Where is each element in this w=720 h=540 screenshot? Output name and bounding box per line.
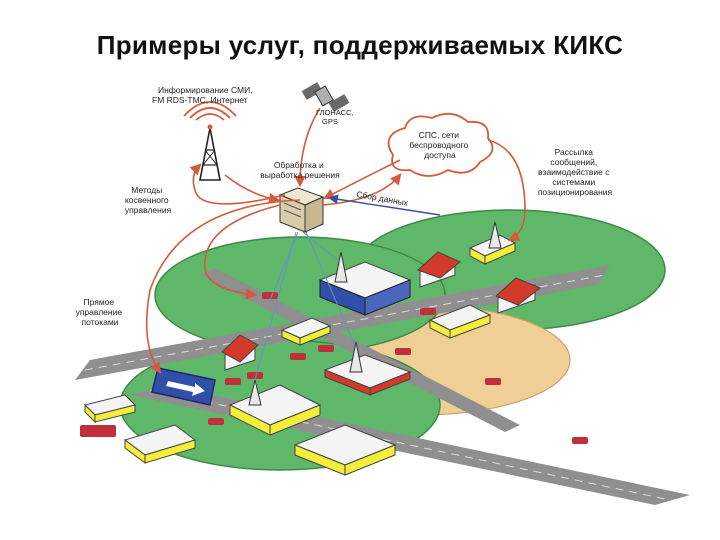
building-yellow-6 bbox=[280, 317, 332, 346]
label-satellite: ГЛОНАСС, GPS bbox=[316, 108, 356, 126]
label-direct-control: Прямое управление потоками bbox=[76, 297, 125, 327]
label-sps: СПС, сети беспроводного доступа bbox=[409, 130, 470, 160]
building-red-center bbox=[323, 354, 412, 396]
house-red-roof-1 bbox=[221, 334, 259, 371]
server-icon bbox=[278, 187, 325, 233]
slide-title: Примеры услуг, поддерживаемых КИКС bbox=[96, 30, 624, 60]
label-broadcast: Информирование СМИ, FM RDS-TMC, Интернет bbox=[152, 85, 255, 105]
satellite-icon bbox=[301, 82, 350, 112]
network-cloud-icon bbox=[387, 112, 494, 177]
building-yellow-4 bbox=[293, 424, 397, 476]
radio-tower-icon bbox=[183, 101, 237, 181]
house-red-roof-2 bbox=[417, 251, 461, 288]
direction-sign-icon bbox=[151, 367, 216, 406]
label-processing: Обработка и выработка решения bbox=[260, 160, 340, 180]
label-indirect-control: Методы косвенного управления bbox=[125, 185, 172, 215]
label-data-collection: Сбор данных bbox=[356, 189, 410, 208]
label-messaging: Рассылка сообщений, взаимодействие с сис… bbox=[538, 147, 613, 197]
data-collection-arrow bbox=[328, 194, 441, 216]
vehicles bbox=[80, 292, 588, 444]
building-yellow-1 bbox=[84, 394, 136, 424]
signal-lines bbox=[254, 231, 356, 381]
building-yellow-2 bbox=[123, 424, 197, 464]
antenna-icon bbox=[248, 221, 502, 406]
building-yellow-3 bbox=[228, 384, 322, 436]
building-yellow-5 bbox=[428, 304, 492, 339]
house-red-roof-3 bbox=[495, 277, 541, 314]
